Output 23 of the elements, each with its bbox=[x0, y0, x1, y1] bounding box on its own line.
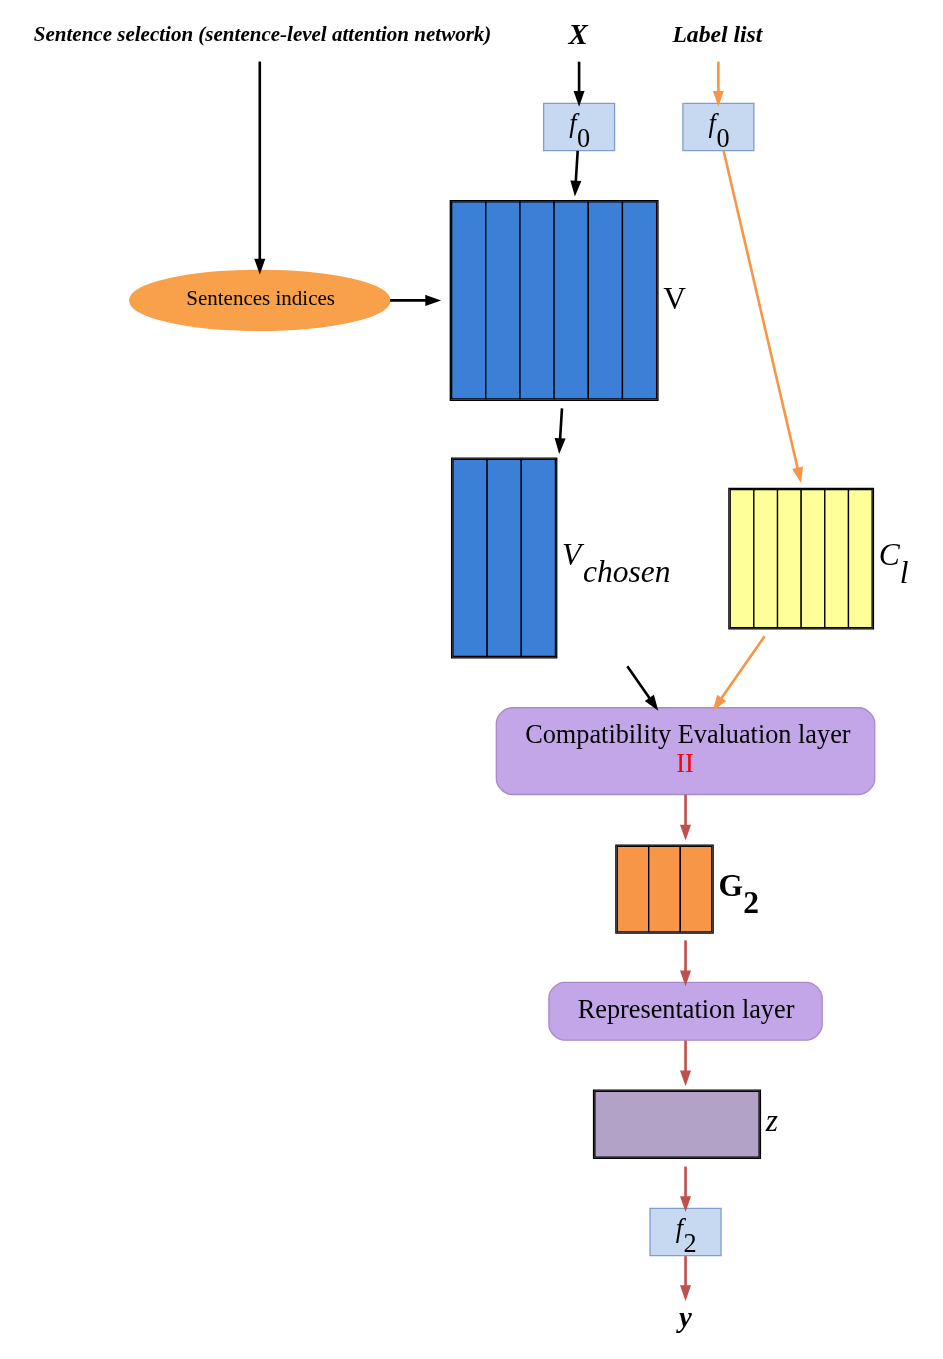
arrow bbox=[389, 294, 441, 306]
arrow bbox=[721, 150, 803, 484]
arrow bbox=[712, 61, 724, 107]
node-box: Representation layer bbox=[547, 981, 823, 1041]
arrow bbox=[554, 408, 566, 454]
node-text: Label list bbox=[671, 21, 762, 48]
arrow bbox=[253, 61, 265, 275]
node-text: Sentence selection (sentence-level attention network) bbox=[33, 22, 491, 47]
node-box: Compatibility Evaluation layer II bbox=[495, 707, 875, 796]
arrow bbox=[712, 635, 766, 711]
arrow bbox=[573, 61, 585, 107]
arrow bbox=[679, 1256, 691, 1302]
node-text: y bbox=[678, 1301, 692, 1334]
arrow bbox=[679, 794, 691, 841]
node-text: X bbox=[568, 17, 588, 50]
arrow bbox=[625, 665, 658, 711]
node-label: V bbox=[662, 280, 686, 316]
node-label: z bbox=[765, 1103, 778, 1139]
arrow bbox=[679, 1040, 691, 1087]
arrow bbox=[679, 1166, 691, 1212]
arrow bbox=[569, 150, 581, 197]
node-ellipse: Sentences indices bbox=[128, 269, 390, 331]
arrow bbox=[679, 940, 691, 987]
